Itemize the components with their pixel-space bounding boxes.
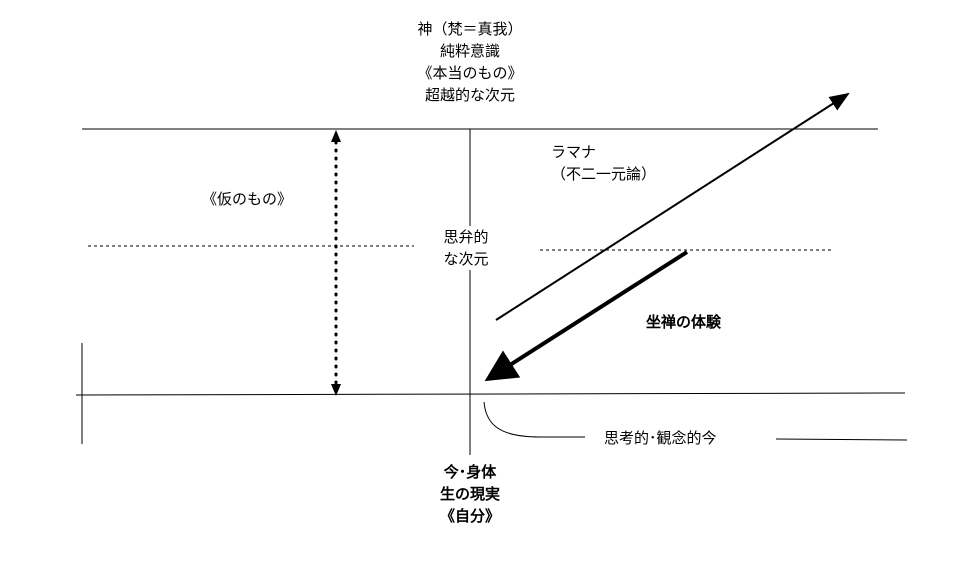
transcendent-label-line-4: 超越的な次元 <box>424 86 516 104</box>
ground-line <box>75 392 906 396</box>
ramana-label-line-2: （不二一元論） <box>551 165 657 183</box>
kari-label: 《仮のもの》 <box>202 190 293 208</box>
zazen-arrow <box>484 250 689 382</box>
kari-arrow-up-head <box>331 130 341 142</box>
now-body-label-line-2: 生の現実 <box>439 485 501 503</box>
speculative-label-line-2: な次元 <box>443 250 489 268</box>
transcendent-label-line-2: 純粋意識 <box>439 42 501 60</box>
ramana-label-line-1: ラマナ <box>551 143 597 161</box>
kari-arrow-down-head <box>331 384 341 396</box>
transcendent-label: 神（梵＝真我） 純粋意識 《本当のもの》 超越的な次元 <box>417 18 522 106</box>
conceptual-now-label: 思考的･観念的今 <box>604 429 717 447</box>
now-body-label-line-3: 《自分》 <box>439 507 501 525</box>
ramana-arrow <box>495 92 850 321</box>
now-body-label-line-1: 今･身体 <box>443 463 497 481</box>
ramana-label: ラマナ （不二一元論） <box>551 141 656 185</box>
transcendent-label-line-1: 神（梵＝真我） <box>417 20 523 38</box>
conceptual-now-curve <box>483 401 585 438</box>
speculative-label-line-1: 思弁的 <box>443 228 489 246</box>
now-body-label: 今･身体 生の現実 《自分》 <box>440 461 500 527</box>
conceptual-now-tail <box>775 438 908 441</box>
zazen-label: 坐禅の体験 <box>646 313 722 331</box>
transcendent-label-line-3: 《本当のもの》 <box>417 64 523 82</box>
speculative-label: 思弁的 な次元 <box>443 226 488 270</box>
